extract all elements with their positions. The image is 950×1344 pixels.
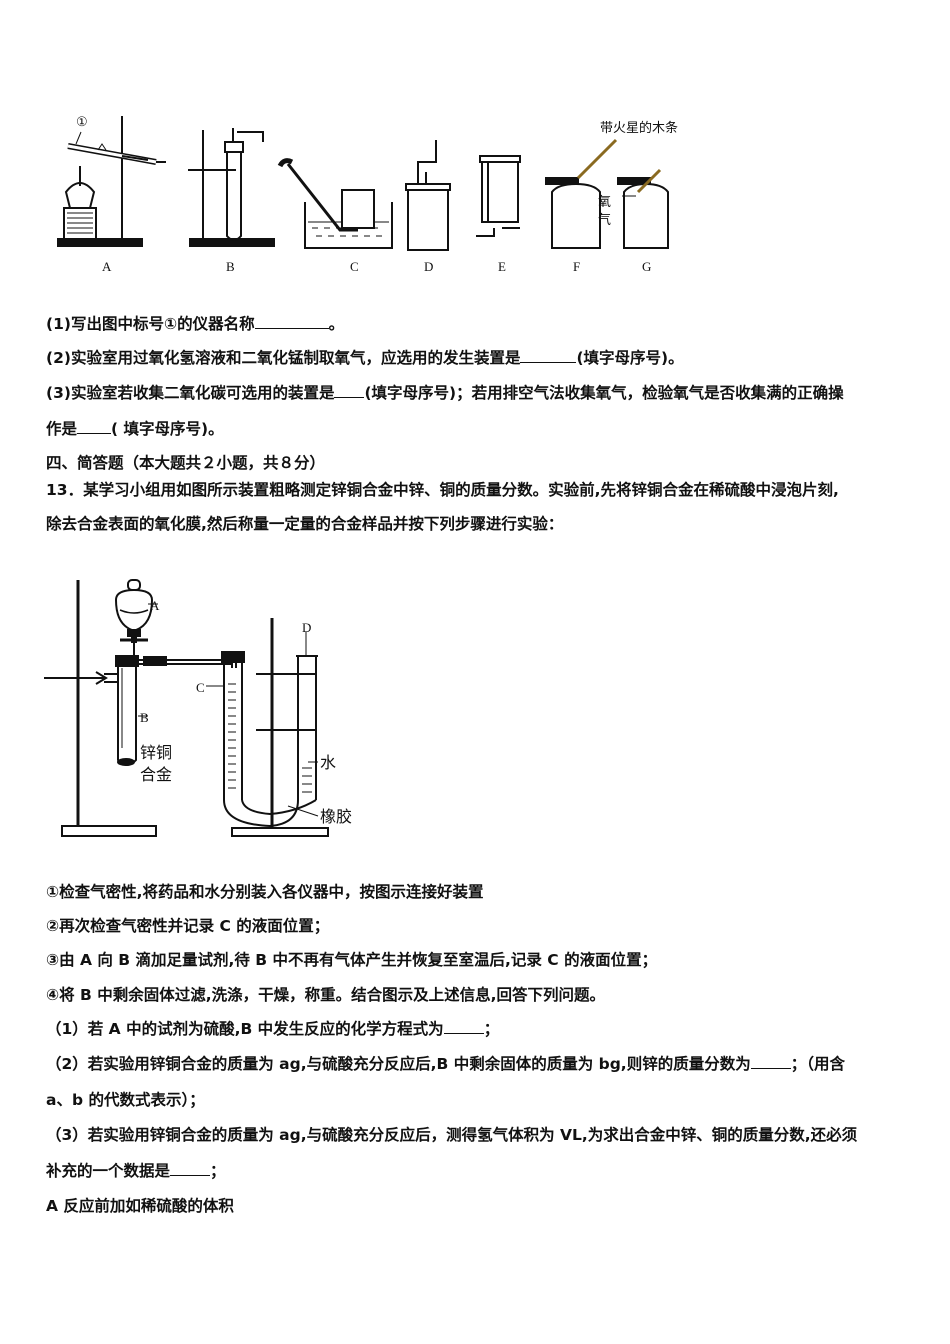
label-alloy-1: 锌铜 xyxy=(140,743,172,762)
apparatus-a xyxy=(57,116,166,247)
q12-part2: (2)实验室用过氧化氢溶液和二氧化锰制取氧气，应选用的发生装置是(填字母序号)。 xyxy=(46,348,684,367)
step-2: ②再次检查气密性并记录 C 的液面位置； xyxy=(46,917,330,935)
answer-blank-q3[interactable] xyxy=(170,1161,211,1176)
answer-blank-q1[interactable] xyxy=(443,1019,484,1034)
label-alloy-2: 合金 xyxy=(140,765,172,784)
rubber-tube xyxy=(223,799,299,828)
label-b: B xyxy=(140,710,149,725)
answer-blank-4[interactable] xyxy=(77,419,112,434)
apparatus-b xyxy=(188,128,275,247)
apparatus-label-c: C xyxy=(350,259,359,274)
q12-part3: (3)实验室若收集二氧化碳可选用的装置是(填字母序号)；若用排空气法收集氧气，检… xyxy=(46,383,844,402)
label-water: 水 xyxy=(320,753,336,772)
step-1: ①检查气密性,将药品和水分别装入各仪器中，按图示连接好装置 xyxy=(46,883,484,901)
apparatus-label-a: A xyxy=(102,259,112,274)
q12-part3-cont: 作是( 填字母序号)。 xyxy=(46,419,224,438)
splint-label: 带火星的木条 xyxy=(600,120,678,136)
question-2-cont: a、b 的代数式表示）； xyxy=(46,1091,205,1109)
section-title: 四、简答题（本大题共２小题，共８分） xyxy=(46,454,326,472)
question-3-cont: 补充的一个数据是； xyxy=(46,1161,226,1180)
label-a: A xyxy=(150,598,160,613)
answer-blank-1[interactable] xyxy=(254,314,329,329)
question-1: （1）若 A 中的试剂为硫酸,B 中发生反应的化学方程式为； xyxy=(46,1019,500,1038)
apparatus-e xyxy=(476,155,521,237)
apparatus-label-b: B xyxy=(226,259,235,274)
test-tube-b xyxy=(117,666,137,766)
apparatus-c xyxy=(277,158,393,249)
apparatus-d xyxy=(405,140,451,251)
tube-d xyxy=(297,656,317,800)
apparatus-g xyxy=(617,168,669,249)
answer-blank-3[interactable] xyxy=(334,383,365,398)
apparatus-figure-2: A B C D 锌铜 合金 水 橡胶 xyxy=(44,579,352,837)
step-3: ③由 A 向 B 滴加足量试剂,待 B 中不再有气体产生并恢复至室温后,记录 C… xyxy=(46,951,658,969)
apparatus-f xyxy=(545,138,618,249)
label-c: C xyxy=(196,680,205,695)
label-rubber: 橡胶 xyxy=(320,807,352,826)
separatory-funnel-a xyxy=(114,588,154,643)
q13-intro-line2: 除去合金表面的氧化膜,然后称量一定量的合金样品并按下列步骤进行实验： xyxy=(46,515,564,533)
apparatus-label-g: G xyxy=(642,259,651,274)
q13-intro-line1: 13．某学习小组用如图所示装置粗略测定锌铜合金中锌、铜的质量分数。实验前,先将锌… xyxy=(46,481,839,499)
apparatus-label-e: E xyxy=(498,259,506,274)
option-a: A 反应前加如稀硫酸的体积 xyxy=(46,1197,234,1215)
gas-burette-c xyxy=(223,662,243,800)
apparatus-label-d: D xyxy=(424,259,433,274)
gas-char-1: 氧 xyxy=(598,195,611,210)
answer-blank-2[interactable] xyxy=(520,348,577,363)
question-2: （2）若实验用锌铜合金的质量为 ag,与硫酸充分反应后,B 中剩余固体的质量为 … xyxy=(46,1054,845,1073)
label-d: D xyxy=(302,620,311,635)
question-3: （3）若实验用锌铜合金的质量为 ag,与硫酸充分反应后，测得氢气体积为 VL,为… xyxy=(46,1126,858,1144)
gas-char-2: 气 xyxy=(598,212,611,228)
answer-blank-q2[interactable] xyxy=(750,1054,791,1069)
q12-part1: (1)写出图中标号①的仪器名称。 xyxy=(46,314,345,333)
step-4: ④将 B 中剩余固体过滤,洗涤，干燥，称重。结合图示及上述信息,回答下列问题。 xyxy=(46,986,606,1004)
label-one: ① xyxy=(76,114,88,129)
apparatus-figure-1: ① 带火星的木条 氧 气 A B C D E F G xyxy=(57,114,678,274)
apparatus-label-f: F xyxy=(573,259,580,274)
